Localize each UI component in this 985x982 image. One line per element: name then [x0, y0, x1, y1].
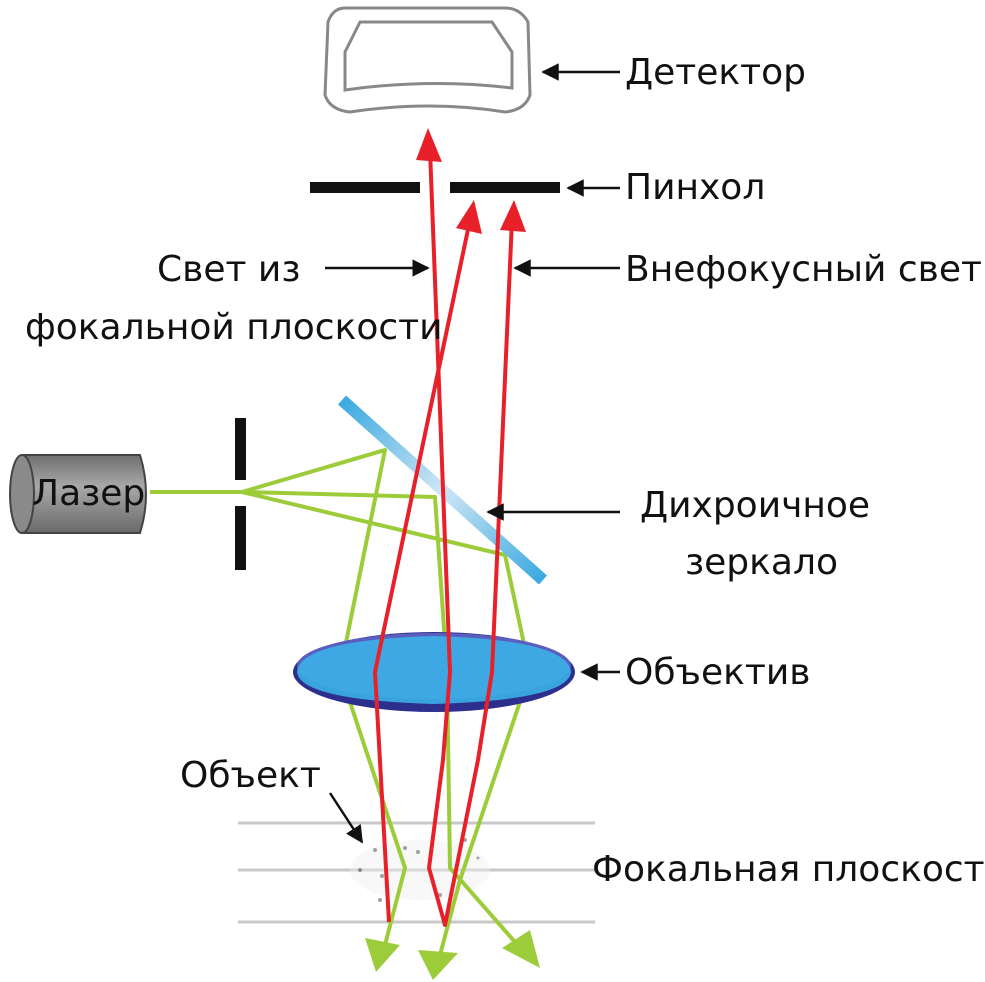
out-of-focus-label: Внефокусный свет — [625, 249, 982, 290]
focal-light-label-line1: Свет из — [157, 249, 301, 290]
objective-label: Объектив — [625, 652, 811, 693]
detector-icon — [323, 6, 532, 114]
objective-lens — [293, 632, 575, 712]
laser-icon — [9, 454, 147, 534]
label-arrows — [325, 63, 620, 844]
pinhole — [310, 182, 560, 193]
laser-label: Лазер — [32, 473, 146, 514]
emission-light — [373, 149, 514, 927]
excitation-arrowheads — [365, 930, 540, 980]
object-label: Объект — [180, 755, 321, 796]
focal-plane-label: Фокальная плоскость — [592, 849, 985, 890]
aperture — [235, 418, 246, 570]
detector-label: Детектор — [625, 52, 806, 93]
emission-arrowheads — [416, 128, 526, 234]
pinhole-label: Пинхол — [625, 167, 766, 208]
dichroic-label-line2: зеркало — [685, 542, 838, 583]
focal-light-label-line2: фокальной плоскости — [25, 307, 443, 348]
focal-plane-lines — [238, 821, 595, 924]
dichroic-label-line1: Дихроичное — [640, 485, 871, 526]
